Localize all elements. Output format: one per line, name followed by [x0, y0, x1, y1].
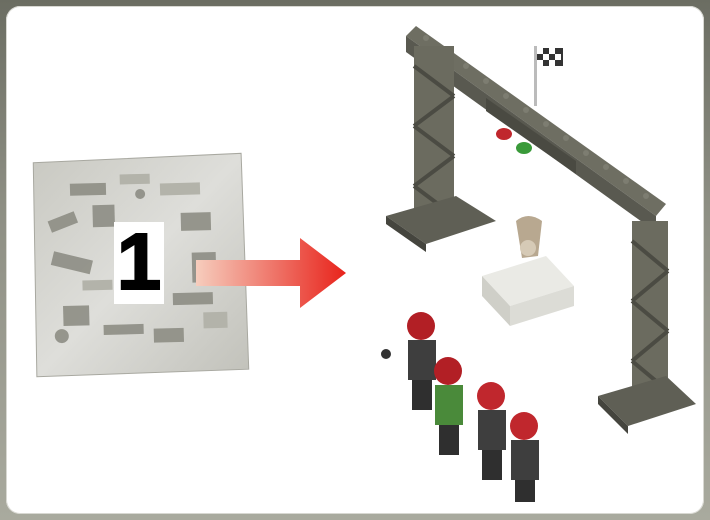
finish-line-gantry-icon	[381, 26, 696, 502]
right-arrow-icon	[196, 238, 346, 308]
instruction-panel: 1	[6, 6, 704, 514]
step-number: 1	[114, 221, 164, 304]
